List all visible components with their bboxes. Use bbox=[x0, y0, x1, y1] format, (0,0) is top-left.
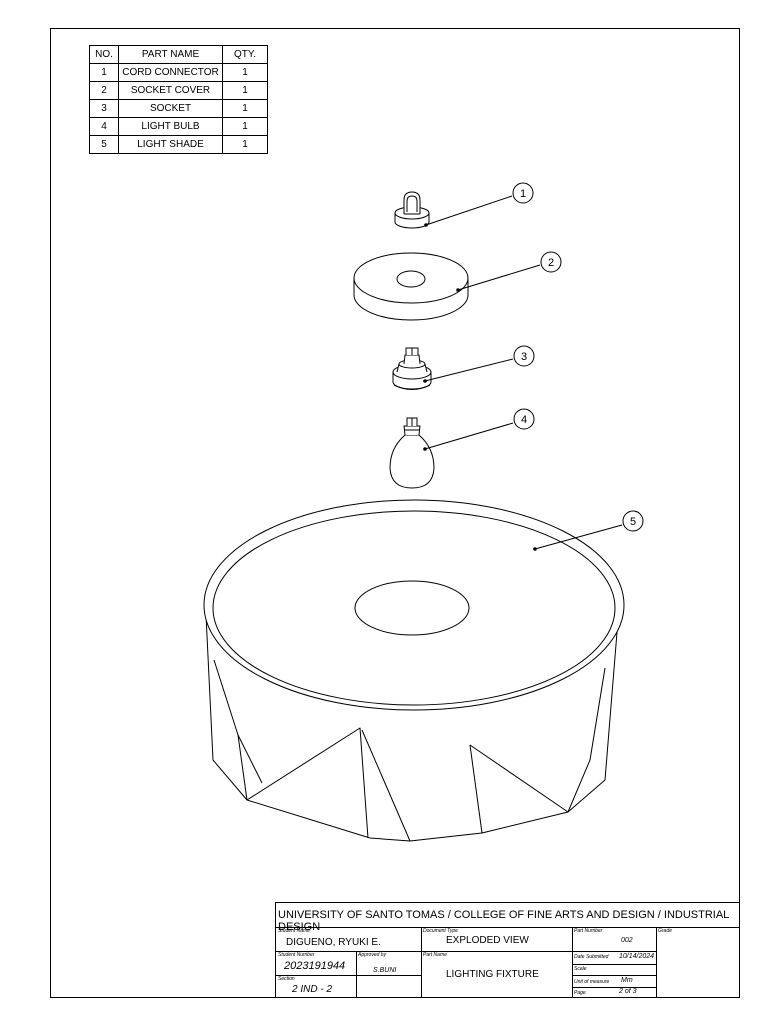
part-number: 002 bbox=[621, 937, 633, 944]
balloon-4: 4 bbox=[513, 408, 535, 430]
balloon-3: 3 bbox=[513, 345, 535, 367]
title-block: UNIVERSITY OF SANTO TOMAS / COLLEGE OF F… bbox=[275, 902, 740, 998]
leader-dots bbox=[423, 223, 537, 551]
date-submitted-label: Date Submitted bbox=[574, 954, 609, 960]
table-row: 4 LIGHT BULB 1 bbox=[89, 117, 268, 136]
light-bulb-part bbox=[389, 417, 435, 489]
cord-connector-part bbox=[394, 191, 430, 229]
socket-part bbox=[392, 347, 432, 390]
row-part-name: LIGHT SHADE bbox=[118, 135, 223, 154]
socket-cover-part bbox=[353, 252, 469, 321]
grade-label: Grade bbox=[658, 928, 672, 934]
row-qty: 1 bbox=[222, 135, 268, 154]
light-shade-part bbox=[203, 499, 625, 842]
part-name: LIGHTING FIXTURE bbox=[446, 969, 539, 980]
table-row: 5 LIGHT SHADE 1 bbox=[89, 135, 268, 154]
document-type: EXPLODED VIEW bbox=[446, 935, 529, 946]
section: 2 IND - 2 bbox=[292, 984, 333, 995]
part-number-label: Part Number bbox=[574, 928, 603, 934]
svg-text:2: 2 bbox=[548, 257, 554, 269]
section-label: Section bbox=[278, 976, 295, 982]
part-name-label: Part Name bbox=[423, 952, 447, 958]
parts-list-table: NO. PART NAME QTY. 1 CORD CONNECTOR 1 2 … bbox=[89, 45, 268, 154]
balloon-2: 2 bbox=[540, 251, 562, 273]
student-number: 2023191944 bbox=[284, 960, 346, 972]
scale-label: Scale bbox=[574, 966, 587, 972]
date-submitted: 10/14/2024 bbox=[619, 953, 655, 960]
document-type-label: Document Type bbox=[423, 928, 458, 934]
approved-by-label: Approved by bbox=[358, 952, 387, 958]
page-number: 2 of 3 bbox=[619, 988, 637, 995]
page-label: Page bbox=[574, 990, 586, 996]
svg-text:3: 3 bbox=[521, 351, 527, 363]
table-row: 1 CORD CONNECTOR 1 bbox=[89, 63, 268, 82]
svg-text:5: 5 bbox=[630, 516, 636, 528]
unit-label: Unit of measure bbox=[574, 979, 610, 985]
student-number-label: Student Number bbox=[278, 952, 315, 958]
svg-text:4: 4 bbox=[521, 414, 527, 426]
balloon-5: 5 bbox=[622, 510, 644, 532]
svg-text:1: 1 bbox=[520, 188, 526, 200]
student-name: DIGUENO, RYUKI E. bbox=[286, 937, 381, 948]
unit-of-measure: Mm bbox=[621, 977, 633, 984]
approved-by: S.BUNI bbox=[373, 967, 397, 974]
leader-lines bbox=[424, 195, 623, 550]
balloon-1: 1 bbox=[512, 182, 534, 204]
student-name-label: Student Name bbox=[278, 928, 310, 934]
